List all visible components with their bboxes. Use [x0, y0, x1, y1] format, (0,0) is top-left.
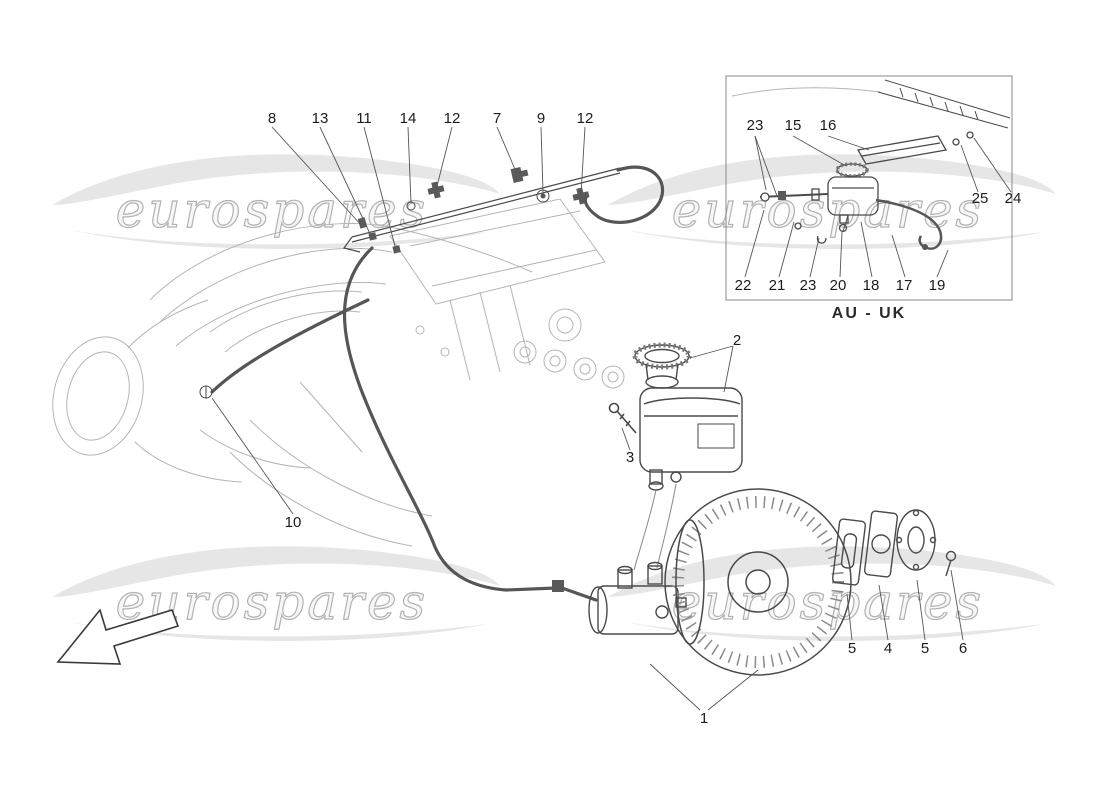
callout-18: 18	[863, 277, 880, 294]
watermark-text: eurospares	[672, 181, 984, 239]
callout-12-a: 12	[444, 110, 461, 127]
callout-5-a: 5	[848, 640, 856, 657]
callout-22: 22	[735, 277, 752, 294]
watermark-text: eurospares	[116, 181, 428, 239]
servo-plates	[831, 509, 957, 586]
callout-24: 24	[1005, 190, 1022, 207]
engine-art	[52, 198, 625, 547]
brake-hose	[199, 165, 664, 602]
brake-pipe-assembly	[342, 167, 621, 253]
callout-4: 4	[884, 640, 892, 657]
callout-15: 15	[785, 117, 802, 134]
callout-10: 10	[285, 514, 302, 531]
callout-20: 20	[830, 277, 847, 294]
flange-bolt	[945, 550, 957, 577]
callout-23-inset-bottom: 23	[800, 277, 817, 294]
inset-box	[725, 75, 1013, 301]
watermark-text: eurospares	[672, 573, 984, 631]
callout-17: 17	[896, 277, 913, 294]
callout-2: 2	[733, 332, 741, 349]
callout-16: 16	[820, 117, 837, 134]
leader-lines	[211, 126, 1012, 711]
callout-25: 25	[972, 190, 989, 207]
callout-19: 19	[929, 277, 946, 294]
callout-8: 8	[268, 110, 276, 127]
callout-5-b: 5	[921, 640, 929, 657]
callout-3: 3	[626, 449, 634, 466]
brake-servo	[664, 488, 852, 676]
callout-12-b: 12	[577, 110, 594, 127]
callout-11: 11	[356, 110, 372, 127]
inset-reservoir	[827, 162, 879, 224]
fluid-reservoir	[632, 342, 743, 571]
variant-label: AU - UK	[832, 305, 906, 322]
hose-clamp-part	[199, 385, 213, 399]
callout-13: 13	[312, 110, 329, 127]
callout-6: 6	[959, 640, 967, 657]
callout-23-inset-top: 23	[747, 117, 764, 134]
callout-7: 7	[493, 110, 501, 127]
inset-fittings	[760, 188, 849, 244]
callout-14: 14	[400, 110, 417, 127]
callout-1: 1	[700, 710, 708, 727]
callout-9: 9	[537, 110, 545, 127]
direction-arrow	[56, 608, 180, 665]
inset-hose	[875, 198, 943, 250]
callout-21: 21	[769, 277, 786, 294]
elbow-fitting	[552, 580, 564, 592]
inset-pipe	[759, 193, 829, 198]
inset-bracket-part	[856, 131, 974, 165]
reservoir-screw	[608, 402, 637, 434]
